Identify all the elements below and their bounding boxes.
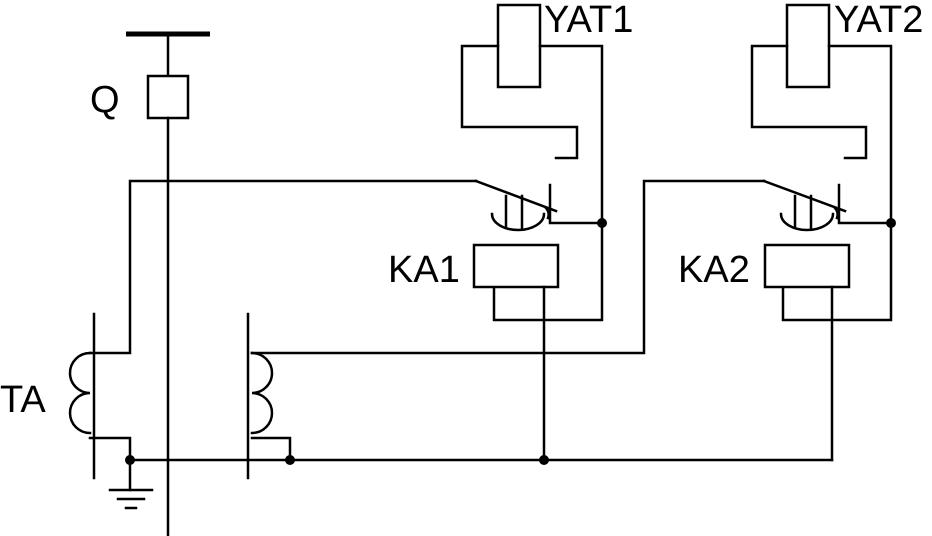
current-transformer-a: TA [0, 179, 478, 480]
ta-a-coil [68, 351, 92, 435]
junction-dot [125, 455, 135, 465]
breaker-label: Q [90, 79, 120, 121]
ka1-contact [548, 183, 604, 225]
breaker-q [146, 74, 190, 120]
main-circuit: Q [90, 31, 210, 536]
relay-2-label: KA2 [678, 249, 750, 291]
ka1-actuator [490, 194, 550, 232]
ka2-actuator [779, 194, 839, 232]
trip-coil-yat1 [496, 3, 542, 89]
junction-dot [597, 218, 607, 228]
current-transformer-c [246, 179, 766, 480]
trip-coil-yat2 [785, 3, 831, 89]
trip-coil-2-label: YAT2 [834, 0, 923, 41]
ta-a-lead-top [88, 179, 478, 355]
ta-c-lead-top [250, 179, 766, 355]
junction-dot [886, 218, 896, 228]
yat2-loop [750, 44, 868, 160]
ka2-contact [837, 183, 893, 225]
yat1-loop [460, 44, 579, 160]
relay-ka1 [472, 243, 560, 289]
relay-ka2 [763, 243, 851, 289]
relay-ka1-circuit: YAT1 KA1 [388, 0, 633, 462]
ta-a-lead-bottom [88, 436, 132, 462]
ka1-switch-arm [474, 179, 558, 213]
junction-dot [285, 455, 295, 465]
ka2-switch-arm [762, 179, 847, 213]
relay-ka2-circuit: YAT2 KA2 [678, 0, 923, 462]
ta-c-coil [250, 351, 274, 435]
common-return [108, 455, 834, 510]
yat2-right-lead [781, 44, 893, 322]
trip-coil-1-label: YAT1 [544, 0, 633, 41]
relay-1-label: KA1 [388, 249, 460, 291]
ta-label: TA [0, 379, 46, 421]
ta-c-lead-bottom [250, 436, 292, 462]
yat1-right-lead [492, 44, 604, 322]
